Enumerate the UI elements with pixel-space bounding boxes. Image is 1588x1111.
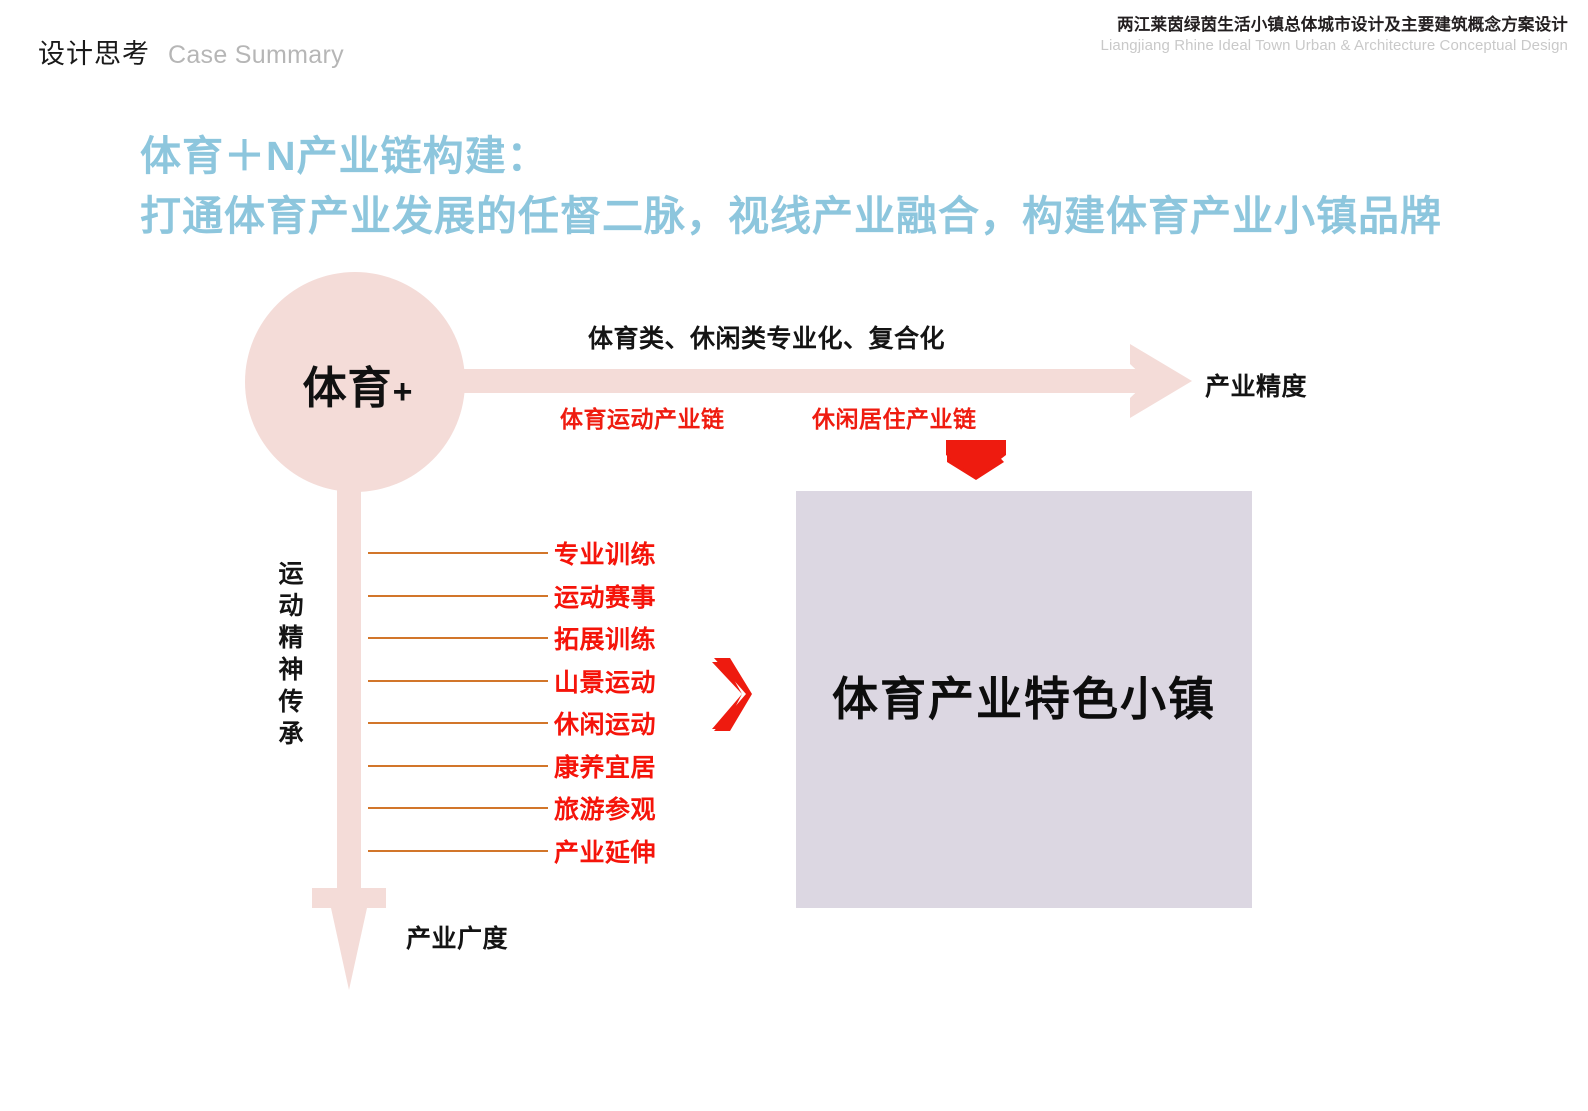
chevron-right-icon-shape (714, 658, 752, 731)
chain-item-rule (368, 594, 548, 597)
result-panel-label: 体育产业特色小镇 (832, 673, 1216, 725)
y-axis-vertical-char-2: 精 (278, 624, 304, 652)
page-title: 体育＋N产业链构建： 打通体育产业发展的任督二脉，视线产业融合，构建体育产业小镇… (140, 126, 1442, 247)
chain-item-row: 拓展训练 (368, 620, 680, 663)
chain-item-row: 旅游参观 (368, 790, 680, 833)
section-title-en: Case Summary (168, 41, 344, 69)
y-axis-vertical-label: 运动精神传承 (274, 558, 308, 750)
chain-item-rule (368, 722, 548, 724)
chain-item-rule (368, 764, 548, 767)
hub-label-plus: + (392, 373, 414, 411)
chain-label-sports: 体育运动产业链 (560, 406, 725, 432)
chain-item-label: 专业训练 (554, 541, 657, 569)
chain-item-label: 运动赛事 (554, 583, 657, 612)
chain-item-label: 康养宜居 (554, 753, 657, 782)
chain-item-row: 专业训练 (368, 535, 680, 578)
page-title-line-1: 体育＋N产业链构建： (140, 133, 549, 179)
chain-item-label: 产业延伸 (554, 838, 657, 867)
chain-item-row: 山景运动 (368, 663, 680, 706)
horizontal-arrow-head (1130, 344, 1192, 418)
y-axis-vertical-char-5: 承 (278, 720, 304, 748)
result-panel (796, 491, 1252, 908)
chain-item-row: 产业延伸 (368, 833, 680, 876)
vertical-arrow-head (312, 888, 386, 990)
chain-item-list: 专业训练运动赛事拓展训练山景运动休闲运动康养宜居旅游参观产业延伸 (368, 535, 680, 875)
chevron-right-icon (712, 662, 742, 729)
chain-item-label: 旅游参观 (554, 796, 657, 824)
chain-item-row: 运动赛事 (368, 578, 680, 621)
chain-item-rule (368, 849, 548, 852)
header-right: 两江莱茵绿茵生活小镇总体城市设计及主要建筑概念方案设计 Liangjiang R… (1101, 14, 1568, 57)
x-axis-top-label: 体育类、休闲类专业化、复合化 (588, 325, 946, 353)
horizontal-arrow-shaft (350, 369, 1150, 393)
hub-circle (245, 272, 465, 492)
project-title-cn: 两江莱茵绿茵生活小镇总体城市设计及主要建筑概念方案设计 (1117, 16, 1568, 34)
y-axis-vertical-char-1: 动 (278, 592, 304, 620)
chain-item-label: 山景运动 (554, 668, 657, 697)
chain-label-leisure: 休闲居住产业链 (812, 406, 977, 432)
y-axis-vertical-char-0: 运 (278, 560, 304, 588)
chain-item-rule (368, 679, 548, 682)
project-title-en: Liangjiang Rhine Ideal Town Urban & Arch… (1100, 37, 1568, 55)
hub-label-text: 体育 (302, 364, 393, 413)
chain-item-row: 休闲运动 (368, 705, 680, 748)
page-title-line-2: 打通体育产业发展的任督二脉，视线产业融合，构建体育产业小镇品牌 (140, 193, 1442, 240)
chevron-down-icon-shape (946, 440, 1006, 478)
y-axis-vertical-char-4: 传 (278, 688, 304, 716)
chain-item-rule (368, 637, 548, 639)
y-axis-vertical-char-3: 神 (278, 656, 304, 684)
header-left: 设计思考 Case Summary (38, 32, 344, 71)
chain-item-row: 康养宜居 (368, 748, 680, 791)
chain-item-rule (368, 552, 548, 554)
chain-item-label: 拓展训练 (554, 626, 657, 654)
chain-item-label: 休闲运动 (554, 711, 657, 739)
hub-label: 体育+ (248, 352, 468, 416)
y-axis-end-label: 产业广度 (406, 925, 509, 953)
x-axis-end-label: 产业精度 (1205, 373, 1308, 401)
chain-item-rule (368, 807, 548, 809)
section-title-cn: 设计思考 (38, 39, 150, 69)
